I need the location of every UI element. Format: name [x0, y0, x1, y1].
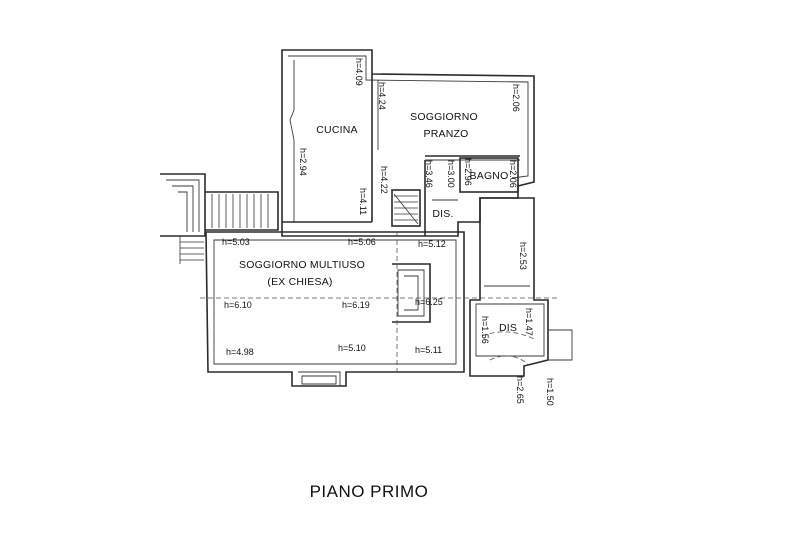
room-label-ex-chiesa: (EX CHIESA) — [267, 276, 332, 288]
room-label-cucina: CUCINA — [316, 124, 357, 136]
height-multi-tr: h=5.12 — [418, 239, 446, 249]
height-bagno-left: h=2.96 — [463, 158, 473, 186]
height-multi-tl: h=5.03 — [222, 237, 250, 247]
height-pranzo-right: h=2.06 — [511, 84, 521, 112]
height-multi-bl: h=4.98 — [226, 347, 254, 357]
room-label-dis-lower: DIS — [499, 322, 517, 334]
height-multi-bc: h=5.10 — [338, 343, 366, 353]
height-cucina-right: h=4.22 — [379, 166, 389, 194]
upper-block-walls — [281, 49, 535, 237]
height-pranzo-left: h=4.24 — [377, 82, 387, 110]
height-cucina-bottom: h=4.11 — [358, 188, 368, 215]
height-bagno-right: h=2.06 — [508, 160, 518, 188]
height-cucina-top: h=4.09 — [354, 58, 364, 86]
room-label-dis-upper: DIS. — [432, 208, 453, 220]
height-dis-right: h=1.47 — [524, 308, 534, 336]
height-dis-bottom-b: h=1.50 — [545, 378, 555, 406]
room-label-soggiorno: SOGGIORNO — [410, 111, 478, 123]
height-multi-mc: h=6.19 — [342, 300, 370, 310]
plan-title: PIANO PRIMO — [310, 482, 429, 501]
height-cucina-left: h=2.94 — [298, 148, 308, 176]
height-stair-b: h=3.00 — [446, 160, 456, 188]
upper-stair — [393, 193, 419, 225]
room-label-bagno: BAGNO — [470, 170, 509, 182]
height-multi-tc: h=5.06 — [348, 237, 376, 247]
height-multi-mr: h=6.25 — [415, 297, 443, 307]
height-dis-bottom-a: h=2.65 — [515, 376, 525, 404]
height-multi-ml: h=6.10 — [224, 300, 252, 310]
height-multi-br: h=5.11 — [415, 345, 442, 355]
lower-block-walls — [200, 231, 560, 387]
room-label-soggiorno-multiuso: SOGGIORNO MULTIUSO — [239, 259, 365, 271]
height-stair-a: h=3.46 — [424, 160, 434, 188]
height-dis-left: h=1.56 — [480, 316, 490, 344]
external-stair-treads — [179, 194, 269, 264]
right-dis-walls — [469, 197, 573, 377]
height-dis-top: h=2.53 — [518, 242, 528, 270]
external-staircase — [160, 173, 279, 237]
room-label-pranzo: PRANZO — [424, 128, 469, 140]
